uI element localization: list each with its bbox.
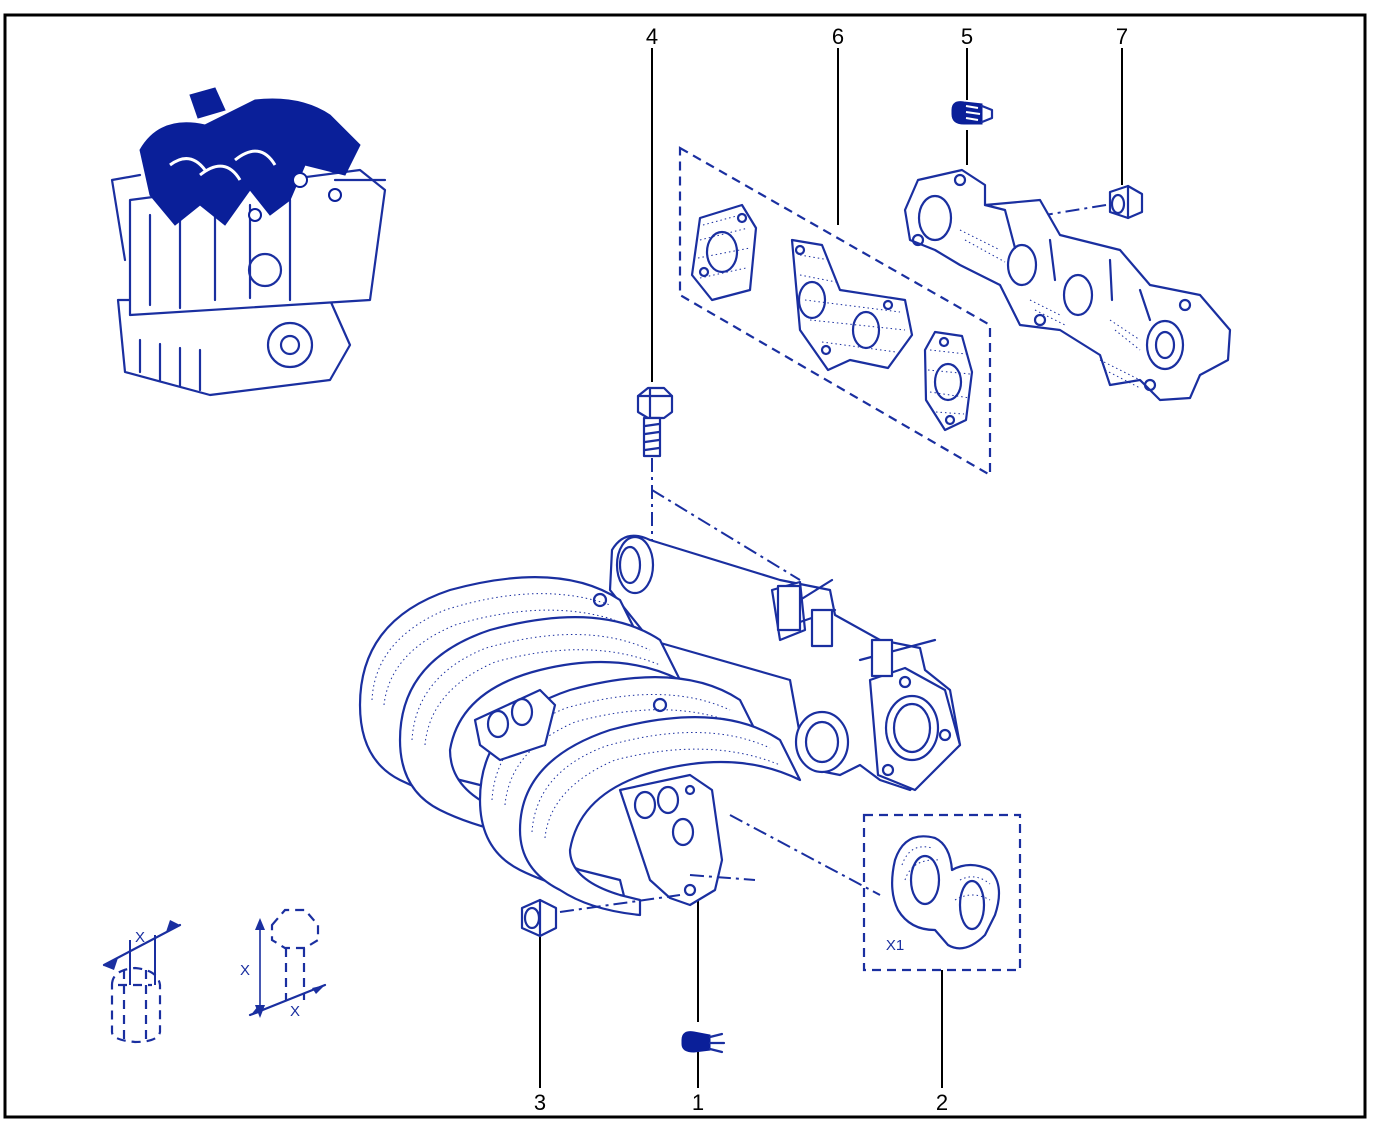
- callout-leaders: [539, 48, 1123, 1088]
- stud-1-alignment-line: [689, 874, 756, 881]
- nut-width-label: X: [135, 929, 145, 946]
- stud-part-5: [951, 101, 994, 125]
- bolt-length-label: X: [240, 962, 250, 979]
- bolt-dimension-legend: X X: [240, 908, 327, 1020]
- intake-manifold: [358, 534, 962, 917]
- gasket-quantity-label: X1: [886, 937, 904, 954]
- gasket-part-2: X1: [862, 813, 1022, 972]
- callout-3: 3: [534, 1090, 546, 1115]
- gasket-2-alignment-line: [729, 814, 881, 896]
- callout-7: 7: [1116, 24, 1128, 49]
- callout-5: 5: [961, 24, 973, 49]
- callout-4: 4: [646, 24, 658, 49]
- callout-6: 6: [832, 24, 844, 49]
- callout-2: 2: [936, 1090, 948, 1115]
- nut-3-alignment-line: [559, 894, 681, 913]
- callout-1: 1: [692, 1090, 704, 1115]
- nut-dimension-legend: X: [102, 920, 182, 1044]
- nut-7-alignment-line: [1044, 204, 1107, 216]
- callout-labels: 4 6 5 7 3 1 2: [534, 24, 1128, 1115]
- bolt-diameter-label: X: [290, 1003, 300, 1020]
- nut-part-3: [520, 898, 558, 938]
- bolt-part-4: [636, 386, 674, 458]
- bolt-4-alignment-line-2: [651, 489, 801, 581]
- stud-part-1: [681, 1031, 726, 1054]
- engine-overview-illustration: [110, 87, 387, 397]
- exhaust-manifold: [903, 168, 1232, 402]
- gasket-set-part-6: [678, 146, 992, 477]
- nut-part-7: [1108, 184, 1144, 220]
- diagram-border: [3, 13, 1367, 1119]
